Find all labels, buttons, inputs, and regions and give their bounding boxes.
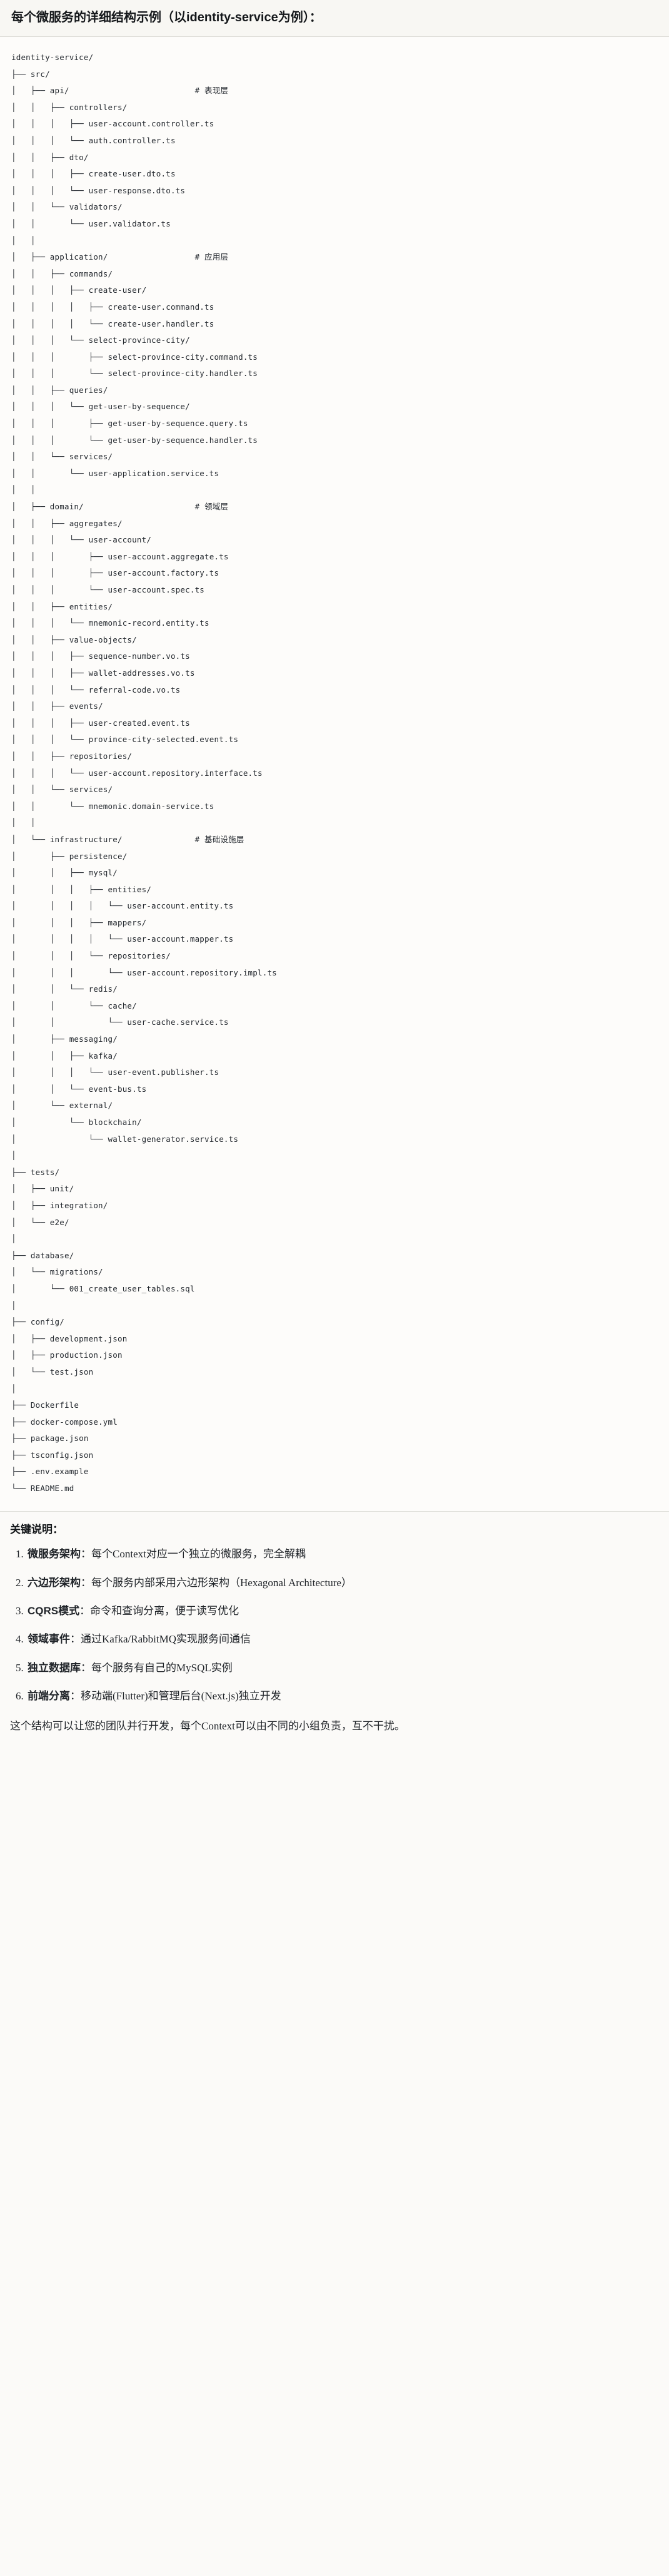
key-notes-list: 微服务架构：每个Context对应一个独立的微服务，完全解耦 六边形架构：每个服… xyxy=(10,1546,659,1704)
list-item: 前端分离：移动端(Flutter)和管理后台(Next.js)独立开发 xyxy=(26,1688,659,1704)
list-item: CQRS模式：命令和查询分离，便于读写优化 xyxy=(26,1603,659,1619)
note-term: CQRS模式 xyxy=(28,1604,80,1617)
title-divider xyxy=(0,36,669,37)
key-notes-section: 关键说明： 微服务架构：每个Context对应一个独立的微服务，完全解耦 六边形… xyxy=(0,1511,669,1748)
note-separator: ： xyxy=(81,1548,91,1560)
note-body: 每个服务内部采用六边形架构（Hexagonal Architecture） xyxy=(91,1576,352,1589)
list-item: 领域事件：通过Kafka/RabbitMQ实现服务间通信 xyxy=(26,1631,659,1647)
note-body: 每个Context对应一个独立的微服务，完全解耦 xyxy=(91,1548,306,1560)
list-item: 微服务架构：每个Context对应一个独立的微服务，完全解耦 xyxy=(26,1546,659,1562)
note-body: 每个服务有自己的MySQL实例 xyxy=(91,1661,233,1674)
note-body: 命令和查询分离，便于读写优化 xyxy=(90,1604,239,1617)
note-body: 移动端(Flutter)和管理后台(Next.js)独立开发 xyxy=(81,1689,281,1702)
note-separator: ： xyxy=(79,1604,91,1617)
closing-paragraph: 这个结构可以让您的团队并行开发，每个Context可以由不同的小组负责，互不干扰… xyxy=(10,1720,405,1733)
list-item: 独立数据库：每个服务有自己的MySQL实例 xyxy=(26,1660,659,1676)
code-divider xyxy=(0,1510,669,1512)
page-title: 每个微服务的详细结构示例（以identity-service为例）： xyxy=(0,0,669,36)
note-separator: ： xyxy=(81,1661,91,1674)
list-item: 六边形架构：每个服务内部采用六边形架构（Hexagonal Architectu… xyxy=(26,1575,659,1591)
directory-tree-code-block: identity-service/ ├── src/ │ ├── api/ # … xyxy=(0,37,669,1511)
note-term: 前端分离 xyxy=(28,1689,70,1702)
note-separator: ： xyxy=(81,1576,91,1589)
key-notes-title: 关键说明： xyxy=(10,1523,63,1535)
note-term: 微服务架构 xyxy=(28,1548,81,1560)
note-separator: ： xyxy=(70,1633,81,1646)
note-separator: ： xyxy=(70,1689,81,1702)
note-term: 六边形架构 xyxy=(28,1576,81,1589)
note-term: 独立数据库 xyxy=(28,1661,81,1674)
note-term: 领域事件 xyxy=(28,1633,70,1646)
directory-tree[interactable]: identity-service/ ├── src/ │ ├── api/ # … xyxy=(11,53,277,1494)
note-body: 通过Kafka/RabbitMQ实现服务间通信 xyxy=(81,1633,251,1646)
document-page: 每个微服务的详细结构示例（以identity-service为例）： ident… xyxy=(0,0,669,1748)
